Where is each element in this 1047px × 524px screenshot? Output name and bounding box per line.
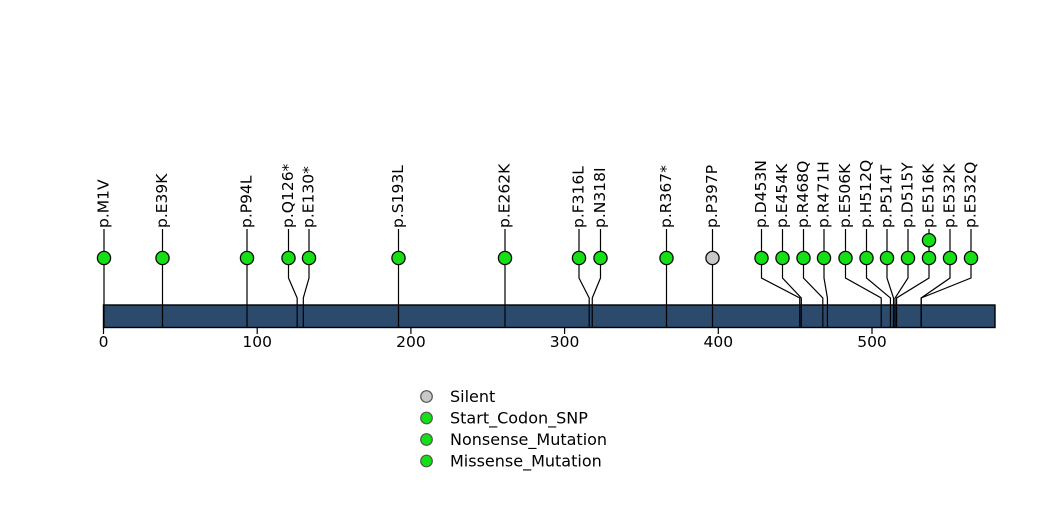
lollipop-p-d515y: p.D515Y	[894, 162, 917, 328]
axis-tick-label: 0	[99, 333, 109, 351]
lollipop-p-f316l: p.F316L	[570, 166, 590, 328]
mutation-label: p.P397P	[703, 165, 721, 228]
mutation-label: p.S193L	[389, 165, 407, 228]
mutation-label: p.E262K	[496, 163, 514, 228]
mutation-circle	[301, 250, 317, 266]
mutation-label: p.R471H	[815, 161, 833, 228]
lollipop-p-e130: p.E130*	[300, 166, 318, 328]
mutation-circle	[816, 250, 832, 266]
mutation-label: p.Q126*	[279, 163, 297, 228]
mutation-label: p.P514T	[878, 164, 896, 228]
mutation-label: p.M1V	[95, 179, 113, 228]
lollipop-p-n318i: p.N318I	[591, 167, 609, 328]
mutation-circle	[942, 250, 958, 266]
axis-tick-label: 400	[704, 333, 734, 351]
mutation-circle	[391, 250, 406, 266]
lollipop-p-e454k: p.E454K	[773, 163, 802, 328]
lollipop-p-r471h: p.R471H	[815, 161, 833, 328]
axis-tick-label: 100	[242, 333, 272, 351]
legend-swatch-circle	[420, 454, 433, 468]
mutation-circle	[659, 250, 674, 266]
legend-swatch-circle	[420, 411, 433, 425]
lollipop-p-p397p: p.P397P	[703, 165, 721, 328]
mutation-circle	[705, 250, 720, 266]
legend-label: Silent	[450, 387, 495, 406]
legend-item-nonsense_mutation: Nonsense_Mutation	[420, 430, 607, 450]
mutation-label: p.E532K	[941, 163, 959, 228]
mutation-label: p.N318I	[591, 167, 609, 228]
mutation-circle	[239, 250, 255, 266]
lollipop-p-h512q: p.H512Q	[857, 160, 892, 328]
mutation-circle	[921, 250, 937, 266]
x-axis: 0 100 200 300 400 500	[99, 327, 887, 351]
legend-label: Nonsense_Mutation	[450, 430, 607, 450]
mutation-circle	[796, 250, 811, 266]
lollipop-p-e262k: p.E262K	[496, 163, 514, 328]
mutation-circle	[879, 250, 895, 266]
mutation-circle	[571, 250, 587, 266]
mutation-circle	[775, 250, 790, 266]
mutation-label: p.E506K	[836, 163, 854, 228]
axis-tick-label: 300	[550, 333, 580, 351]
mutation-label: p.E516K	[920, 163, 938, 228]
lollipop-p-p94l: p.P94L	[238, 175, 256, 328]
lollipop-p-p514t: p.P514T	[878, 164, 896, 328]
mutation-label: p.H512Q	[857, 160, 875, 228]
legend-item-silent: Silent	[420, 387, 495, 406]
mutation-label: p.R468Q	[794, 161, 812, 228]
lollipop-p-e516k: p.E516K	[895, 163, 938, 328]
mutation-label: p.E532Q	[962, 162, 980, 228]
lollipop-p-q126: p.Q126*	[279, 163, 298, 328]
mutation-circle	[859, 250, 874, 266]
mutation-label: p.D515Y	[899, 162, 917, 228]
mutation-circle	[963, 250, 979, 266]
protein-track-bar	[102, 304, 996, 329]
legend-swatch-circle	[420, 433, 433, 446]
mutation-circle	[281, 250, 296, 266]
legend-label: Start_Codon_SNP	[450, 409, 588, 429]
lollipop-p-d453n: p.D453N	[752, 160, 801, 328]
axis-tick-label: 500	[857, 333, 887, 351]
mutation-circle	[155, 250, 170, 266]
lollipop-p-e506k: p.E506K	[836, 163, 882, 328]
mutation-label: p.E454K	[773, 163, 791, 228]
mutation-circle	[754, 250, 769, 266]
axis-tick-label: 200	[396, 333, 426, 351]
lollipop-p-r367: p.R367*	[657, 165, 675, 328]
lollipop-p-s193l: p.S193L	[389, 165, 407, 328]
legend: SilentStart_Codon_SNPNonsense_MutationMi…	[420, 387, 607, 472]
legend-swatch-circle	[420, 390, 433, 403]
legend-label: Missense_Mutation	[450, 452, 602, 472]
mutation-label: p.P94L	[238, 175, 256, 228]
mutation-label: p.E39K	[153, 173, 171, 228]
mutation-circle	[96, 250, 112, 266]
mutation-circle	[900, 250, 916, 266]
mutation-label: p.F316L	[570, 166, 588, 228]
mutation-circle	[497, 250, 513, 266]
legend-item-missense_mutation: Missense_Mutation	[420, 452, 602, 472]
mutation-circle	[593, 250, 608, 266]
lollipop-p-e532q: p.E532Q	[920, 162, 980, 328]
mutation-label: p.R367*	[657, 165, 675, 228]
lollipop-p-r468q: p.R468Q	[794, 161, 824, 328]
mutation-circle	[838, 250, 853, 266]
legend-item-start_codon_snp: Start_Codon_SNP	[420, 409, 588, 429]
mutation-label: p.D453N	[752, 160, 770, 228]
mutation-circle	[921, 232, 937, 248]
lollipop-p-e39k: p.E39K	[153, 173, 171, 328]
lollipop-p-m1v: p.M1V	[95, 179, 113, 328]
mutation-label: p.E130*	[300, 166, 318, 228]
